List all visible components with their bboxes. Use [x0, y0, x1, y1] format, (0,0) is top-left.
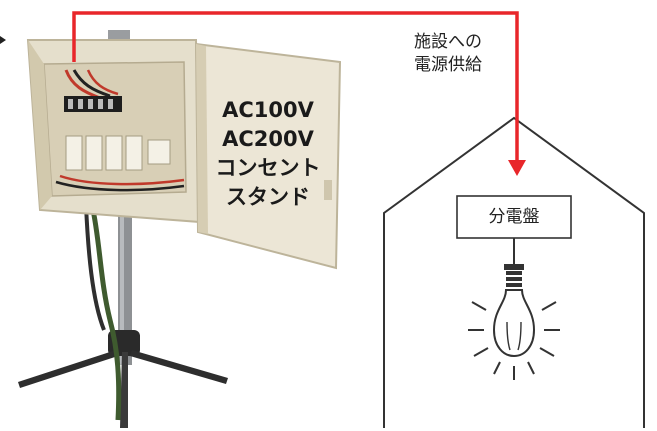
light-rays-icon [468, 301, 560, 380]
outlet [85, 135, 103, 171]
wire-red-2 [86, 69, 119, 96]
power-cable [89, 204, 122, 421]
bulb-socket [504, 264, 524, 270]
bulb-filament [517, 321, 522, 351]
arrow-icon [72, 11, 526, 176]
light-ray [471, 301, 487, 311]
tripod-leg-left [18, 350, 118, 388]
bulb-socket-ring [506, 271, 522, 275]
terminal-screw [98, 99, 103, 109]
door-hinge-edge [196, 44, 208, 234]
tripod-stand [18, 204, 228, 428]
bulb-socket-ring [506, 283, 522, 287]
outlet [105, 135, 123, 171]
supply-label: 施設への 電源供給 [384, 31, 512, 77]
house-outline [383, 116, 645, 428]
light-ray [539, 347, 555, 357]
door-latch [324, 180, 332, 200]
outlet-box [26, 30, 202, 224]
house-outline-icon [383, 116, 645, 428]
tripod-leg-right [130, 350, 228, 384]
light-ray [493, 361, 501, 375]
supply-arrow-head [508, 160, 526, 176]
outlet-200v [147, 139, 171, 165]
wire-black [72, 69, 111, 98]
supply-label-line2: 電源供給 [414, 55, 482, 75]
bulb-glass [492, 289, 536, 358]
door-panel [194, 42, 342, 270]
bulb-filament [506, 321, 511, 351]
supply-arrow-line [72, 11, 519, 160]
terminal-screw [108, 99, 113, 109]
mount-plate [43, 61, 187, 197]
terminal-screw [68, 99, 73, 109]
distribution-panel-label: 分電盤 [488, 207, 540, 227]
supply-label-line1: 施設への [414, 32, 482, 52]
stand-label-line2: AC200V [222, 127, 314, 151]
wire-bottom [59, 174, 185, 186]
outlet [125, 135, 143, 171]
ground-cable [84, 204, 106, 331]
stand-label-line1: AC100V [222, 98, 314, 122]
box-door [194, 42, 342, 270]
stand-label-line3: コンセント [215, 156, 321, 180]
light-ray [473, 347, 489, 357]
bulb-socket-ring [506, 277, 522, 281]
edge-mark [0, 36, 6, 44]
light-ray [541, 301, 557, 311]
stand-label: AC100V AC200V コンセント スタンド [206, 96, 330, 212]
stand-label-line4: スタンド [226, 185, 310, 209]
outlet [65, 135, 83, 171]
box-side [28, 40, 52, 210]
terminal-screw [88, 99, 93, 109]
stand-pole-highlight [120, 205, 124, 365]
terminal-screw [78, 99, 83, 109]
wire-bottom [55, 180, 185, 192]
tripod-leg-center [120, 352, 128, 428]
lightbulb-icon [492, 238, 536, 358]
light-ray [527, 361, 535, 375]
